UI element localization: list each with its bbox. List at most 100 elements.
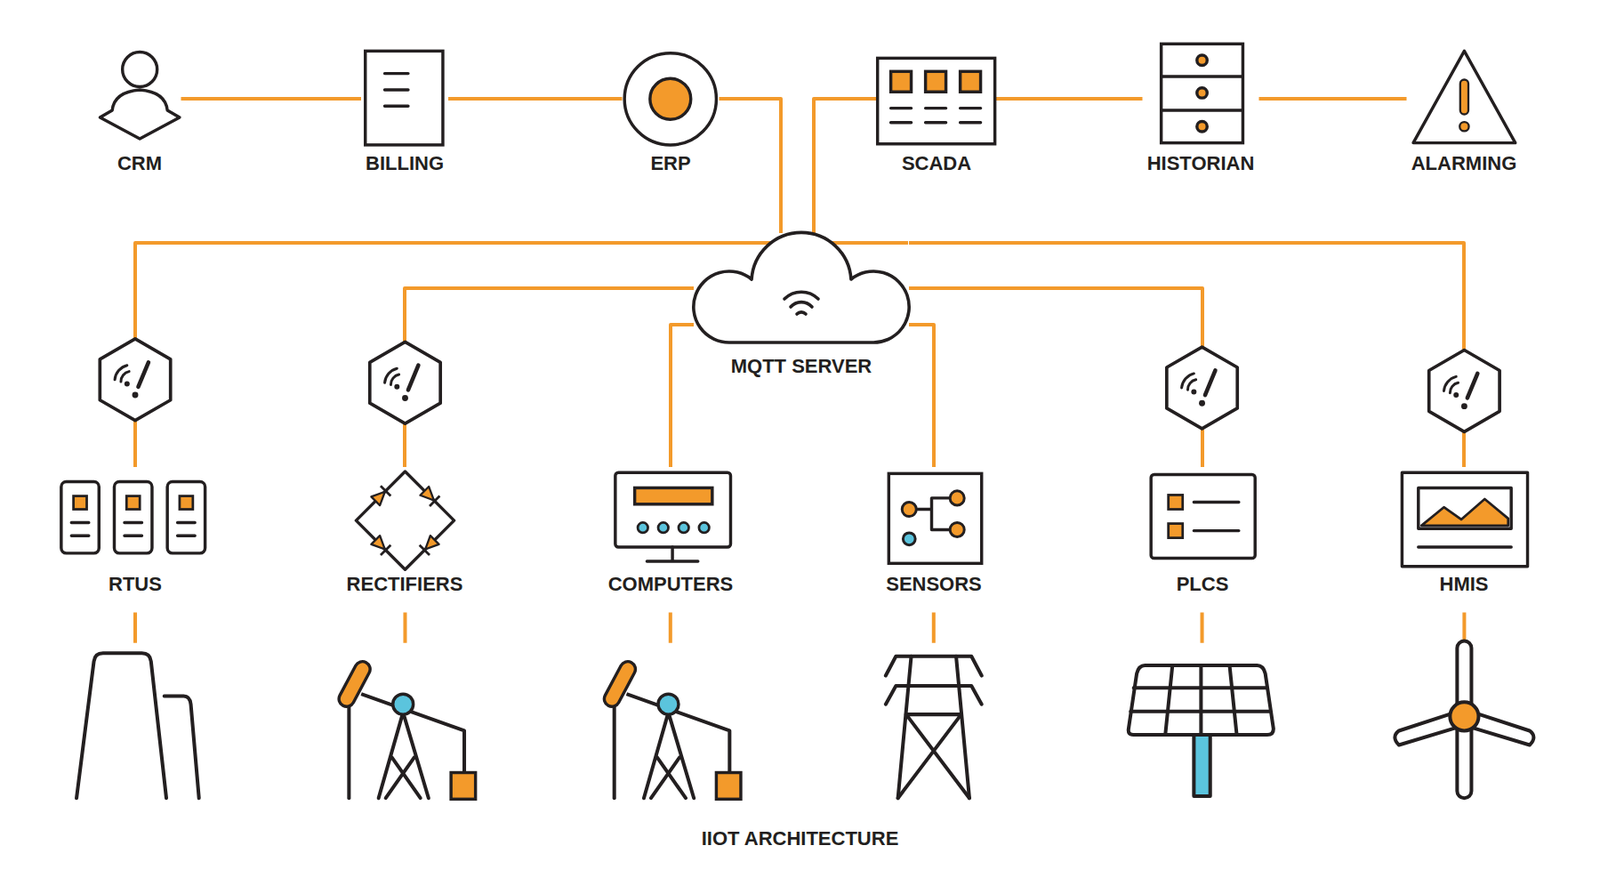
historian-icon bbox=[1161, 43, 1244, 143]
icon-slot bbox=[1407, 46, 1522, 146]
server-cloud bbox=[693, 232, 909, 343]
system-node: CRM bbox=[98, 46, 182, 177]
illustration bbox=[336, 659, 476, 800]
connector bbox=[719, 98, 782, 234]
icon-slot bbox=[881, 466, 987, 567]
rectifier-icon bbox=[419, 534, 441, 555]
erp-icon bbox=[650, 78, 692, 120]
illustration bbox=[61, 43, 1535, 799]
connector bbox=[670, 324, 694, 467]
rectifier-icon bbox=[355, 471, 454, 570]
system-node: BILLING bbox=[361, 46, 449, 177]
wind-turbine bbox=[1394, 641, 1534, 799]
scada-icon bbox=[877, 57, 996, 144]
node-label: MQTT SERVER bbox=[731, 353, 873, 379]
rectifier-icon bbox=[419, 485, 441, 507]
historian-icon bbox=[1197, 55, 1207, 65]
sensor-icon bbox=[888, 473, 981, 563]
historian-icon bbox=[1197, 88, 1207, 98]
rectifier-icon bbox=[355, 471, 454, 570]
connector bbox=[995, 96, 1143, 101]
server-cloud bbox=[784, 291, 819, 299]
transmission-tower bbox=[885, 656, 982, 676]
hmi-icon bbox=[1421, 498, 1509, 526]
icon-slot bbox=[361, 46, 449, 146]
connector bbox=[404, 288, 694, 467]
historian-icon bbox=[1161, 43, 1244, 143]
connector bbox=[908, 288, 1203, 467]
rtu-icon bbox=[179, 496, 193, 510]
rtu-icon bbox=[73, 496, 88, 510]
rtu-icon bbox=[71, 522, 195, 536]
computer-icon bbox=[646, 546, 698, 562]
solar-panel bbox=[1128, 665, 1274, 796]
node-label: ALARMING bbox=[1411, 151, 1518, 177]
crm-icon bbox=[99, 52, 179, 140]
illustration bbox=[99, 338, 170, 421]
solar-panel bbox=[1128, 665, 1274, 735]
sensor-icon bbox=[902, 532, 916, 546]
sensor-icon bbox=[901, 501, 917, 516]
computer-icon bbox=[615, 472, 732, 562]
diagram-caption: IIOT ARCHITECTURE bbox=[0, 826, 1600, 852]
rtu-icon bbox=[126, 496, 140, 510]
scada-icon bbox=[891, 71, 912, 92]
icon-slot bbox=[622, 46, 720, 146]
illustration bbox=[1166, 346, 1238, 429]
sensor-icon bbox=[949, 522, 965, 537]
alarm-icon bbox=[1413, 50, 1516, 143]
node-label: RECTIFIERS bbox=[346, 571, 464, 597]
rtu-icon bbox=[61, 482, 99, 554]
crm-icon bbox=[99, 89, 179, 139]
system-node: HISTORIAN bbox=[1142, 46, 1260, 177]
node-label: HISTORIAN bbox=[1147, 151, 1255, 177]
computer-icon bbox=[678, 522, 689, 532]
server-cloud bbox=[790, 302, 813, 307]
system-node: ERP bbox=[622, 46, 720, 177]
device-node: RTUS bbox=[63, 466, 209, 597]
node-label: BILLING bbox=[365, 151, 444, 177]
device-node: RECTIFIERS bbox=[342, 466, 468, 597]
icon-slot bbox=[1149, 466, 1255, 567]
alarm-icon bbox=[1460, 79, 1469, 114]
system-node: SCADA bbox=[877, 46, 996, 177]
wind-turbine bbox=[1449, 701, 1479, 731]
crm-icon bbox=[122, 52, 158, 88]
scada-icon bbox=[960, 71, 981, 92]
illustration bbox=[601, 659, 741, 800]
icon-slot bbox=[693, 233, 909, 349]
node-label: PLCS bbox=[1176, 571, 1230, 597]
icon-slot bbox=[63, 466, 209, 567]
node-label: RTUS bbox=[108, 571, 162, 597]
node-label: COMPUTERS bbox=[608, 571, 734, 597]
hmi-icon bbox=[1401, 472, 1528, 567]
cooling-tower bbox=[76, 652, 167, 798]
rtu-icon bbox=[113, 482, 152, 554]
hmi-icon bbox=[1418, 487, 1512, 529]
plc-icon bbox=[1168, 494, 1183, 509]
rectifier-icon bbox=[370, 534, 392, 555]
scada-icon bbox=[891, 108, 981, 123]
connector bbox=[135, 242, 694, 467]
device-node: SENSORS bbox=[881, 466, 987, 597]
node-label: CRM bbox=[117, 151, 162, 177]
computer-icon bbox=[658, 522, 668, 532]
cooling-tower bbox=[76, 652, 200, 798]
transmission-tower bbox=[885, 656, 982, 798]
computer-icon bbox=[615, 472, 732, 547]
billing-icon bbox=[385, 73, 409, 107]
system-node: ALARMING bbox=[1407, 46, 1522, 177]
icon-slot bbox=[98, 46, 182, 146]
icon-slot bbox=[342, 466, 468, 567]
billing-icon bbox=[365, 50, 443, 145]
rtu-icon bbox=[167, 482, 205, 554]
erp-icon bbox=[624, 53, 716, 145]
sensor-icon bbox=[949, 490, 965, 506]
hmi-icon bbox=[1418, 545, 1512, 548]
server-cloud bbox=[796, 312, 806, 314]
computer-icon bbox=[635, 487, 713, 504]
plc-icon bbox=[1193, 501, 1239, 531]
transmission-tower bbox=[898, 714, 970, 798]
scada-icon bbox=[877, 57, 996, 144]
